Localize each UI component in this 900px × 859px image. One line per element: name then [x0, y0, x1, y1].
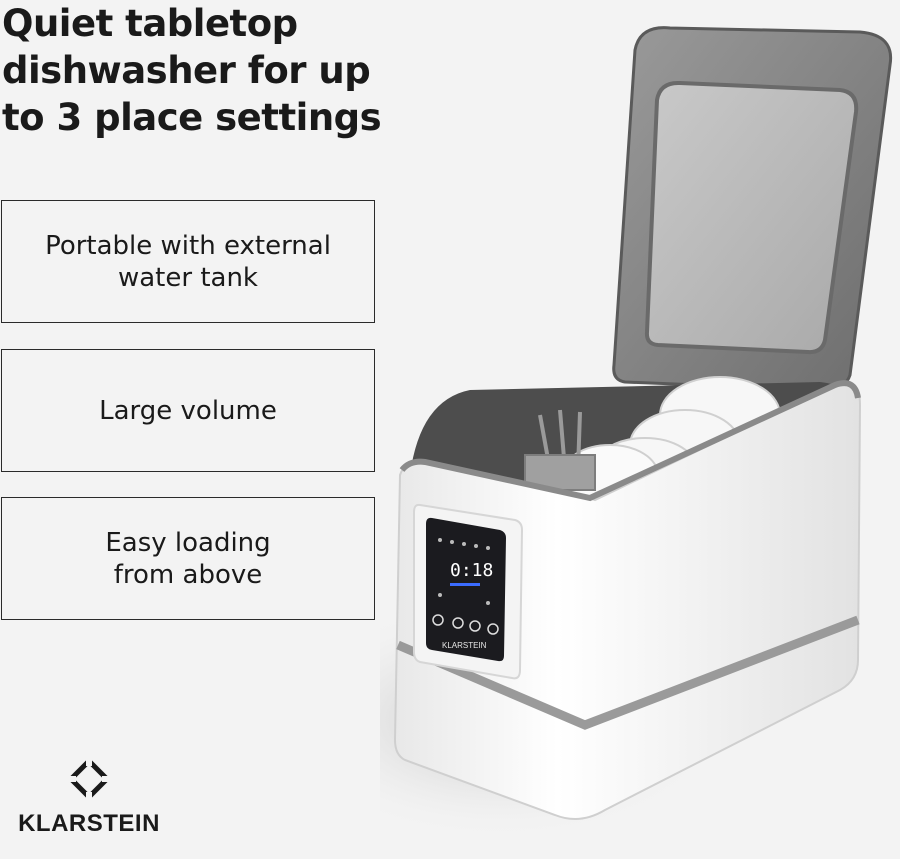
headline: Quiet tabletop dishwasher for up to 3 pl… — [2, 0, 382, 141]
dishwasher-lid — [612, 26, 893, 392]
headline-line: Quiet tabletop — [2, 2, 298, 45]
panel-brand: KLARSTEIN — [442, 641, 487, 650]
headline-line: dishwasher for up — [2, 49, 371, 92]
body-rim — [399, 380, 861, 502]
feature-line: from above — [113, 559, 263, 590]
panel-display: 0:18 — [450, 560, 493, 581]
display-accent — [450, 583, 480, 586]
feature-line: water tank — [117, 262, 258, 293]
klarstein-diamond-logo-icon — [68, 758, 110, 800]
control-panel: 0:18 KLARSTEIN — [426, 517, 506, 662]
brand-block: KLARSTEIN — [4, 758, 174, 838]
feature-line: Portable with external — [45, 230, 331, 261]
dishwasher-product-image: 0:18 KLARSTEIN — [380, 26, 893, 840]
brand-name: KLARSTEIN — [18, 810, 160, 837]
headline-line: to 3 place settings — [2, 96, 382, 139]
feature-box-loading: Easy loading from above — [1, 497, 375, 620]
base-stripe — [396, 615, 860, 730]
feature-box-portable: Portable with external water tank — [1, 200, 375, 323]
feature-line: Easy loading — [105, 527, 271, 558]
feature-box-volume: Large volume — [1, 349, 375, 472]
cutlery-basket — [524, 409, 596, 491]
feature-line: Large volume — [99, 395, 277, 426]
